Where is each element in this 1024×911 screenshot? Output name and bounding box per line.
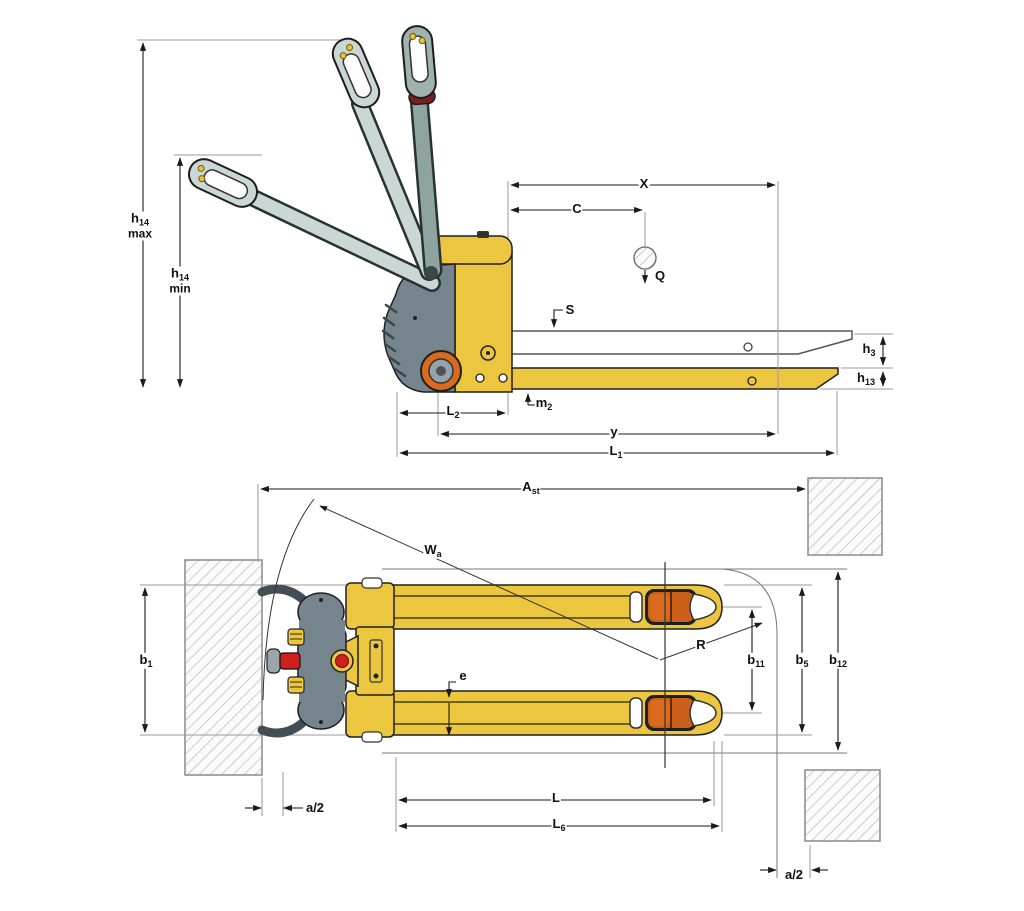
- lower-right-block: [804, 769, 881, 842]
- fork-bottom-plan: [371, 690, 723, 736]
- label-a2-left: a/2: [304, 800, 326, 818]
- side-view: [137, 25, 893, 457]
- label-y: y: [609, 424, 619, 442]
- tiller-arm-mid: [351, 95, 438, 281]
- label-l2: L2: [445, 402, 461, 421]
- tiller-head-lowered: [187, 158, 259, 208]
- label-b1: b1: [138, 651, 154, 670]
- label-h13: h13: [856, 369, 876, 388]
- label-ast: Ast: [521, 478, 541, 497]
- fork-raised-outline: [505, 330, 853, 355]
- label-b5: b5: [794, 651, 810, 670]
- label-l1: L1: [608, 442, 624, 461]
- truck-side-art: [187, 25, 853, 393]
- plan-view: [140, 477, 883, 878]
- label-x: X: [638, 176, 650, 194]
- tiller-arm-upright: [409, 87, 443, 280]
- truck-plan-body: [257, 577, 395, 743]
- tiller-head-upright: [401, 25, 437, 106]
- label-q: Q: [653, 268, 667, 286]
- fork-top-plan: [371, 584, 723, 630]
- label-b12: b12: [828, 651, 848, 670]
- left-wall: [184, 559, 263, 776]
- emergency-button: [279, 652, 301, 670]
- label-c: C: [571, 201, 583, 219]
- label-m2: m2: [534, 394, 554, 413]
- label-h14-max: h14 max: [126, 210, 154, 241]
- label-h3: h3: [861, 340, 877, 359]
- label-h14-min: h14 min: [168, 265, 192, 296]
- battery-box: [454, 251, 513, 393]
- tiller-head-mid: [331, 37, 381, 109]
- upper-right-block: [807, 477, 883, 556]
- label-s: S: [564, 302, 576, 320]
- tiller-arm-lowered: [234, 184, 441, 292]
- label-wa: Wa: [423, 541, 443, 560]
- label-r: R: [695, 637, 707, 655]
- label-e: e: [458, 668, 468, 686]
- label-l: L: [551, 790, 561, 808]
- load-centre-symbol: [633, 246, 657, 270]
- label-b11: b11: [746, 651, 766, 670]
- label-l6: L6: [551, 815, 567, 834]
- label-a2-right: a/2: [783, 867, 805, 885]
